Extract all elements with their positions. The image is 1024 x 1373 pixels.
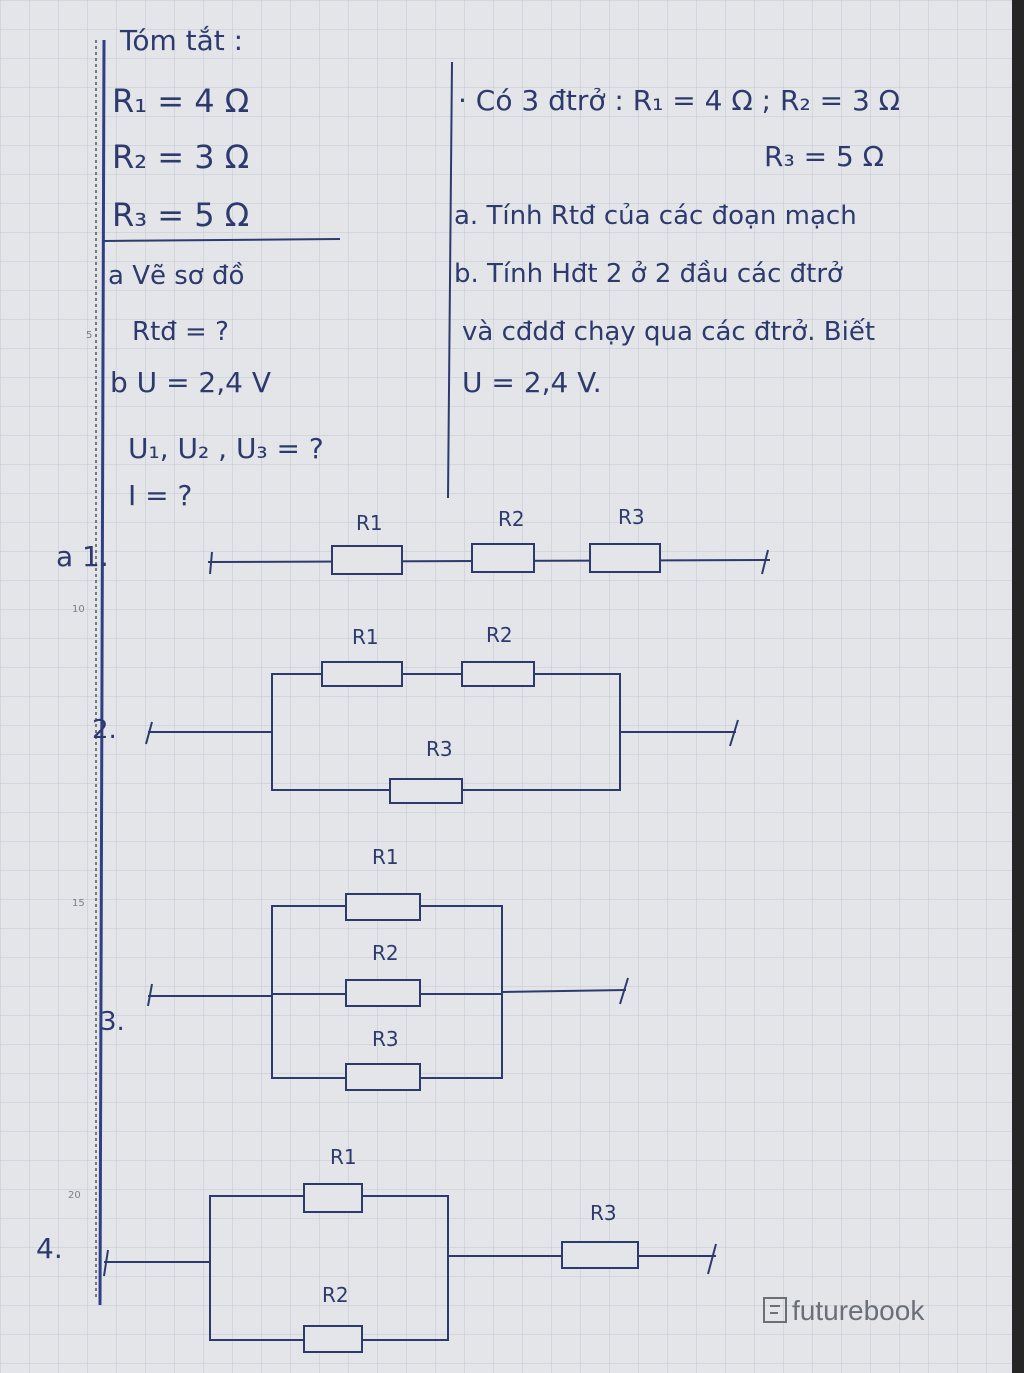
circuit-4-r1-label: R1 (330, 1145, 357, 1169)
dark-edge (1012, 0, 1024, 1373)
circuit-1-label: a 1. (56, 540, 109, 573)
problem-line-1: · Có 3 đtrở : R₁ = 4 Ω ; R₂ = 3 Ω (458, 84, 900, 117)
circuit-4-label: 4. (36, 1232, 63, 1265)
circuit-2-r1-label: R1 (352, 625, 379, 649)
circuit-4-terminal-right (707, 1243, 717, 1275)
circuit-4-resistor-r2 (303, 1325, 363, 1353)
problem-line-6: U = 2,4 V. (462, 366, 602, 399)
circuit-2-label: 2. (92, 715, 117, 745)
circuit-1-r1-label: R1 (356, 511, 383, 535)
summary-u-ask: U₁, U₂ , U₃ = ? (128, 432, 324, 465)
problem-section: · Có 3 đtrở : R₁ = 4 Ω ; R₂ = 3 Ω R₃ = 5… (454, 84, 900, 399)
circuit-1-resistor-r3 (589, 543, 661, 573)
circuit-2-terminal-left (145, 721, 153, 745)
problem-line-5: và cđdđ chạy qua các đtrở. Biết (462, 317, 875, 347)
circuit-2-terminal-right (729, 719, 739, 747)
margin-line (98, 39, 106, 1306)
summary-r3: R₃ = 5 Ω (112, 196, 249, 234)
problem-line-2: R₃ = 5 Ω (764, 140, 884, 173)
watermark-text: futurebook (792, 1295, 925, 1326)
circuit-3-resistor-r1 (345, 893, 421, 921)
summary-heading: Tóm tắt : (119, 24, 243, 57)
circuit-1-r2-label: R2 (498, 507, 525, 531)
summary-i-ask: I = ? (128, 479, 192, 512)
circuit-3-r3-label: R3 (372, 1027, 399, 1051)
watermark: futurebook (763, 1295, 925, 1326)
circuit-4-terminal-left (103, 1249, 109, 1277)
circuit-1-resistor-r1 (331, 545, 403, 575)
circuit-4-r2-label: R2 (322, 1283, 349, 1307)
circuit-4-resistor-r1 (303, 1183, 363, 1213)
summary-part-b: b U = 2,4 V (110, 366, 271, 399)
circuit-2-r3-label: R3 (426, 737, 453, 761)
circuit-3-parallel: 3. R1 R2 R3 (100, 845, 629, 1091)
circuit-3-resistor-r3 (345, 1063, 421, 1091)
circuit-3-label: 3. (100, 1007, 125, 1037)
circuit-4-r3-label: R3 (590, 1201, 617, 1225)
circuit-1-terminal-left (209, 551, 213, 575)
summary-rtd-ask: Rtđ = ? (132, 317, 229, 347)
circuit-2-resistor-r2 (461, 661, 535, 687)
summary-divider (103, 238, 341, 242)
problem-line-4: b. Tính Hđt 2 ở 2 đầu các đtrở (454, 259, 843, 289)
circuit-3-lead-right (501, 989, 627, 993)
circuit-1-resistor-r2 (471, 543, 535, 573)
circuit-3-terminal-left (147, 983, 153, 1007)
margin-number-20: 20 (68, 1190, 81, 1201)
summary-part-a: a Vẽ sơ đồ (108, 261, 244, 291)
circuit-3-resistor-r2 (345, 979, 421, 1007)
summary-r2: R₂ = 3 Ω (112, 138, 249, 176)
circuit-2-resistor-r1 (321, 661, 403, 687)
circuit-2-resistor-r3 (389, 778, 463, 804)
margin-number-5: 5 (86, 330, 92, 341)
circuit-4-mixed: 4. R1 R2 R3 (36, 1145, 717, 1353)
circuit-3-terminal-right (619, 977, 629, 1005)
margin-number-10: 10 (72, 604, 85, 615)
summary-r1: R₁ = 4 Ω (112, 82, 249, 120)
circuit-4-resistor-r3 (561, 1241, 639, 1269)
circuit-1-r3-label: R3 (618, 505, 645, 529)
problem-line-3: a. Tính Rtđ của các đoạn mạch (454, 201, 857, 231)
watermark-book-icon (763, 1297, 787, 1323)
section-separator (447, 61, 453, 499)
circuit-1-series: a 1. R1 R2 R3 (56, 505, 771, 575)
circuit-3-r2-label: R2 (372, 941, 399, 965)
summary-section: Tóm tắt : R₁ = 4 Ω R₂ = 3 Ω R₃ = 5 Ω a V… (103, 24, 341, 512)
circuit-2-mixed: 2. R1 R2 R3 (92, 623, 739, 804)
circuit-3-r1-label: R1 (372, 845, 399, 869)
margin-number-15: 15 (72, 898, 85, 909)
circuit-1-terminal-right (761, 549, 769, 575)
circuit-2-r2-label: R2 (486, 623, 513, 647)
